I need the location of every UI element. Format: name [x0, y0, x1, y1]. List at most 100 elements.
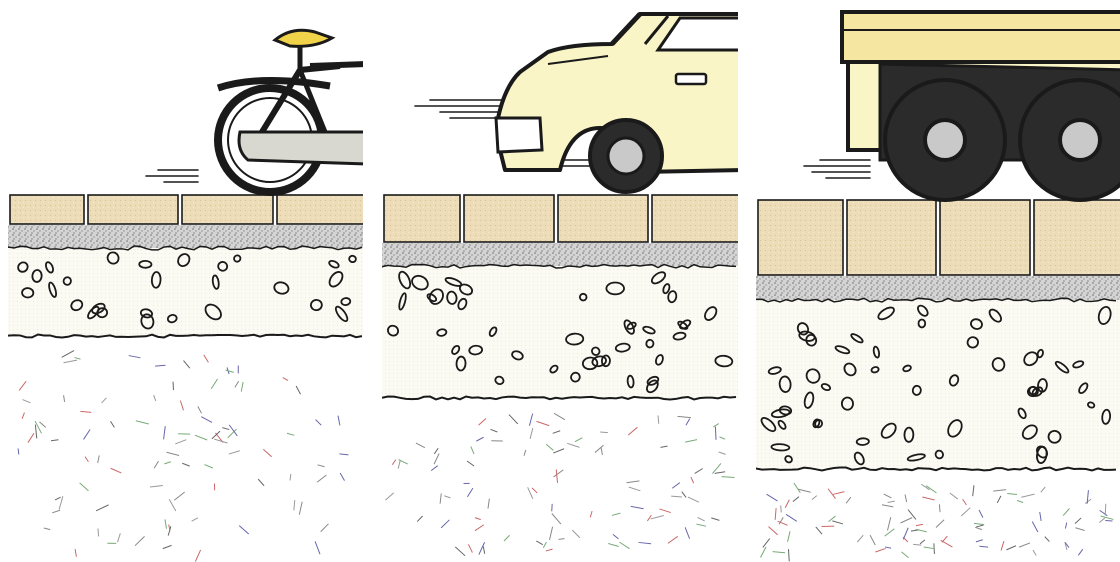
- soil-dash: [474, 524, 485, 532]
- soil-dash: [949, 492, 959, 500]
- soil-dash: [128, 355, 141, 359]
- paving-blocks-layer: [9, 194, 363, 225]
- soil-dash: [712, 463, 722, 474]
- soil-dash: [197, 406, 202, 414]
- stone: [662, 283, 671, 295]
- soil-dash: [467, 544, 473, 553]
- soil-dash: [657, 415, 660, 424]
- soil-dash: [828, 515, 836, 523]
- base-bottom-edge: [8, 333, 363, 339]
- stone: [31, 269, 43, 283]
- soil-dash: [257, 478, 265, 487]
- soil-dash: [697, 517, 705, 522]
- soil-dash: [416, 515, 423, 522]
- soil-dash: [798, 488, 811, 493]
- soil-dash: [993, 489, 1007, 492]
- soil-dash: [780, 505, 782, 513]
- soil-dash: [289, 474, 292, 481]
- soil-dash: [385, 492, 395, 501]
- stone: [428, 288, 444, 305]
- stone: [457, 297, 468, 311]
- stone: [387, 324, 400, 337]
- soil-dash: [478, 542, 486, 555]
- subgrade-soil-layer: [8, 336, 363, 562]
- soil-dash: [470, 446, 475, 455]
- soil-dash: [685, 418, 691, 426]
- soil-dash: [1075, 527, 1085, 531]
- soil-dash: [43, 527, 51, 531]
- soil-dash: [1039, 511, 1042, 522]
- stone: [626, 374, 635, 389]
- stone: [677, 320, 689, 330]
- soil-dash: [856, 534, 864, 543]
- stone: [917, 318, 927, 329]
- sand-bedding-layer: [756, 276, 1120, 303]
- soil-dash: [962, 498, 967, 506]
- soil-dash: [433, 447, 439, 455]
- soil-dash: [315, 419, 322, 426]
- stone: [138, 259, 153, 269]
- soil-dash: [904, 494, 908, 503]
- stone: [645, 338, 655, 349]
- stone: [605, 281, 625, 296]
- soil-dash: [941, 535, 948, 543]
- soil-dash: [482, 546, 486, 554]
- soil-dash: [1007, 492, 1018, 495]
- soil-dash: [611, 512, 621, 516]
- sand-bedding-layer: [382, 243, 738, 269]
- soil-dash: [883, 493, 892, 499]
- soil-dash: [619, 541, 630, 550]
- soil-dash: [630, 505, 644, 510]
- stone: [948, 374, 960, 387]
- stone: [805, 368, 821, 384]
- stone: [600, 354, 611, 368]
- soil-dash: [97, 528, 100, 537]
- base-bottom-edge: [382, 395, 737, 401]
- soil-dash: [1032, 549, 1037, 556]
- crushed-stone-base-layer: [8, 248, 363, 339]
- paving-block: [87, 194, 179, 225]
- soil-dash: [972, 485, 975, 497]
- subgrade-soil-fill: [382, 398, 738, 562]
- soil-dash: [832, 491, 845, 495]
- soil-dash: [97, 455, 100, 464]
- stone: [273, 281, 290, 295]
- stone: [1101, 408, 1112, 425]
- soil-dash: [163, 426, 166, 440]
- soil-dash: [787, 531, 791, 542]
- stone: [570, 371, 581, 383]
- soil-dash: [811, 495, 818, 501]
- soil-dash: [201, 416, 213, 423]
- soil-dash: [95, 504, 109, 512]
- stone: [760, 417, 777, 433]
- soil-dash: [168, 524, 171, 532]
- stone: [1078, 382, 1089, 395]
- truck-hubcap: [1058, 118, 1102, 162]
- soil-dash: [337, 415, 341, 426]
- panel-car: [382, 12, 738, 562]
- soil-dash: [628, 486, 641, 492]
- soil-dash: [1016, 500, 1024, 503]
- soil-dash: [155, 364, 166, 367]
- stone: [1047, 429, 1062, 444]
- soil-dash: [101, 397, 107, 404]
- soil-dash: [168, 499, 177, 512]
- soil-dash: [84, 456, 89, 463]
- soil-dash: [228, 450, 240, 455]
- soil-dash: [815, 526, 823, 535]
- soil-dash: [240, 381, 244, 392]
- soil-dash: [439, 493, 442, 504]
- soil-dash: [1040, 486, 1046, 493]
- stone: [1087, 401, 1096, 409]
- soil-dash: [61, 350, 75, 358]
- stone: [872, 345, 881, 359]
- rear-fender: [216, 76, 331, 92]
- stone: [784, 455, 793, 464]
- paving-block: [939, 199, 1031, 276]
- stone: [803, 391, 815, 409]
- stone: [870, 366, 880, 374]
- soil-dash: [153, 394, 157, 402]
- soil-dash: [887, 517, 892, 531]
- soil-dash: [681, 491, 687, 498]
- soil-dash: [440, 519, 450, 529]
